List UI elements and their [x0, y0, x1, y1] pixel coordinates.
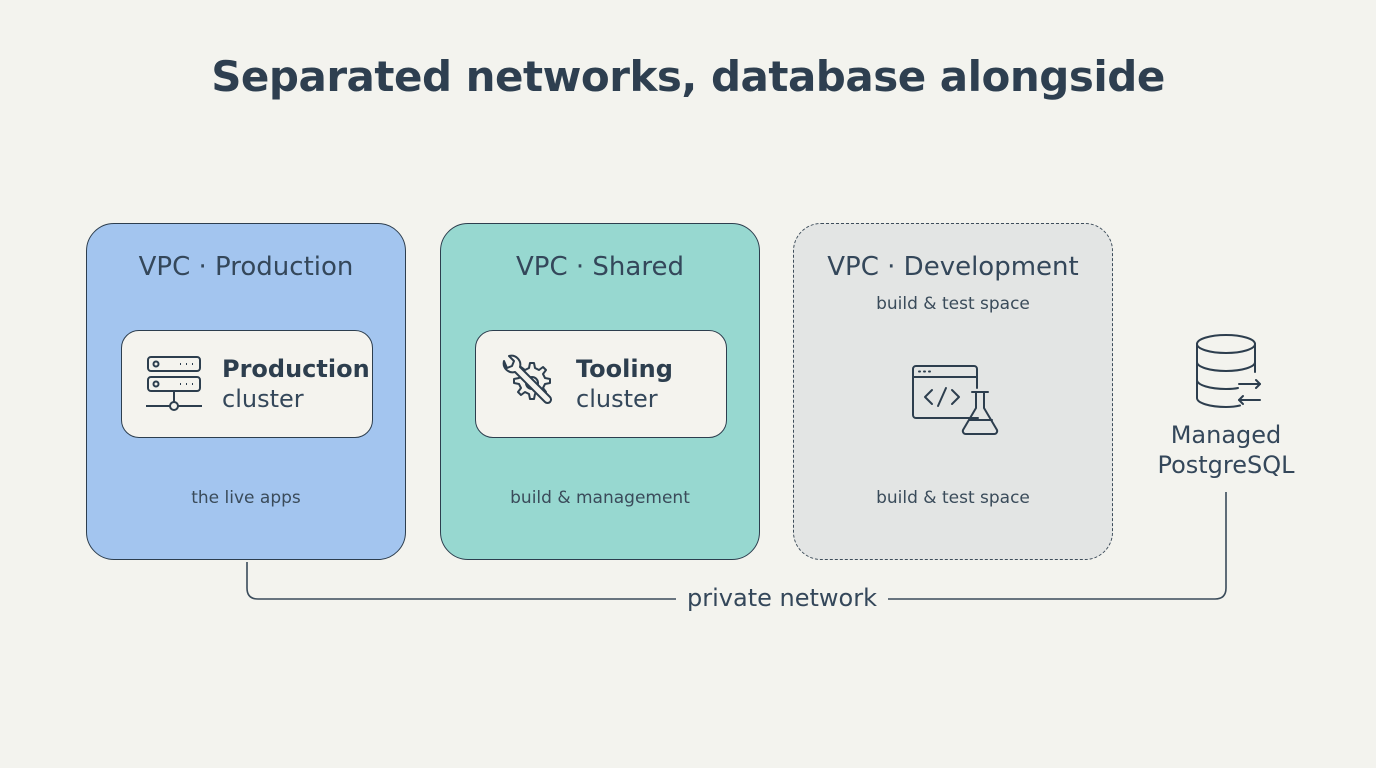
vpc-shared-title: VPC · Shared: [516, 252, 684, 282]
production-cluster-name: Production: [222, 355, 370, 383]
tooling-cluster-kind: cluster: [576, 385, 658, 413]
diagram-title: Separated networks, database alongside: [211, 52, 1165, 101]
vpc-development-subtitle: build & test space: [876, 294, 1030, 314]
vpc-production-title: VPC · Production: [138, 252, 354, 282]
vpc-development-title: VPC · Development: [827, 252, 1079, 282]
vpc-development: VPC · Development build & test space bui…: [793, 223, 1113, 560]
vpc-shared: VPC · Shared Tooling cluster build & man…: [440, 223, 760, 560]
vpc-development-caption: build & test space: [876, 488, 1030, 508]
code-window-flask-icon: [912, 365, 999, 435]
vpc-shared-caption: build & management: [510, 488, 690, 508]
tooling-cluster: Tooling cluster: [475, 330, 727, 438]
managed-postgresql-label: Managed PostgreSQL: [1126, 420, 1326, 480]
vpc-production-caption: the live apps: [191, 488, 301, 508]
production-cluster: Production cluster: [121, 330, 373, 438]
wrench-gear-icon: [502, 354, 553, 405]
database-sync-icon: [1196, 334, 1261, 408]
production-cluster-kind: cluster: [222, 385, 304, 413]
private-network-label: private network: [680, 584, 884, 612]
tooling-cluster-name: Tooling: [576, 355, 673, 383]
server-rack-icon: [146, 356, 202, 411]
db-label-line1: Managed: [1170, 421, 1282, 449]
db-label-line2: PostgreSQL: [1157, 451, 1295, 479]
vpc-production: VPC · Production Production cluster the …: [86, 223, 406, 560]
